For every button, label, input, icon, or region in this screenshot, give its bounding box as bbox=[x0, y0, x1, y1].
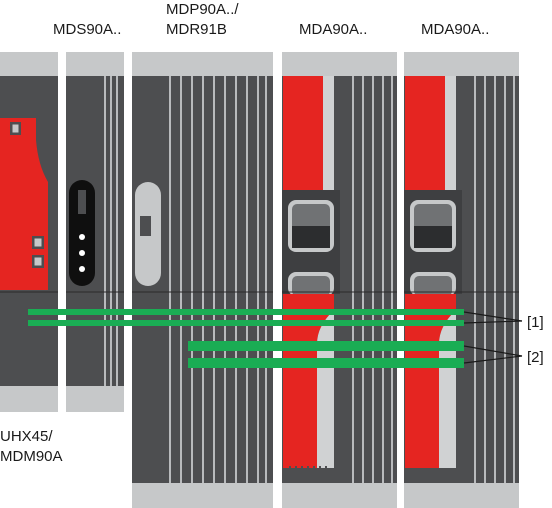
status-display bbox=[69, 180, 95, 286]
busbar bbox=[28, 309, 464, 315]
busbar-group-2 bbox=[188, 341, 464, 368]
busbar bbox=[28, 320, 464, 326]
label-mda90a-1: MDA90A.. bbox=[299, 21, 367, 38]
label-mda90a-2: MDA90A.. bbox=[421, 21, 489, 38]
busbar bbox=[188, 358, 464, 368]
module-mda90a-2 bbox=[404, 52, 519, 508]
leader-lines bbox=[463, 311, 523, 364]
module-mda90a-1 bbox=[282, 52, 397, 508]
label-uhx45-line1: UHX45/ bbox=[0, 428, 53, 445]
label-uhx45-line2: MDM90A bbox=[0, 448, 63, 465]
label-mdp90a-line2: MDR91B bbox=[166, 21, 227, 38]
callout-2: [2] bbox=[527, 349, 544, 366]
module-uhx45 bbox=[0, 52, 58, 412]
module-mdp90a bbox=[132, 52, 273, 508]
module-mds90a bbox=[66, 52, 124, 412]
callout-1: [1] bbox=[527, 314, 544, 331]
label-mdp90a-line1: MDP90A../ bbox=[166, 1, 239, 18]
label-mds90a: MDS90A.. bbox=[53, 21, 121, 38]
busbar bbox=[188, 341, 464, 351]
busbar-group-1 bbox=[28, 309, 464, 326]
